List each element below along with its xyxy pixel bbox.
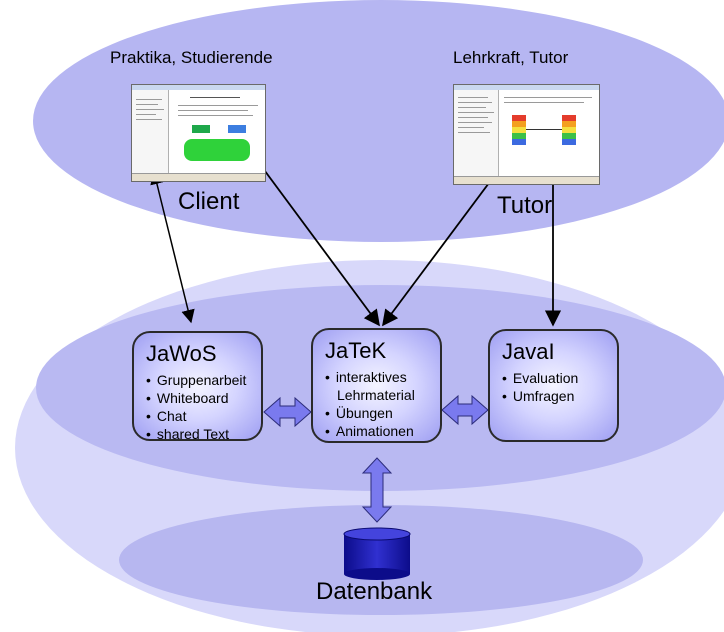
jatek-feature-list: interaktives Lehrmaterial Übungen Animat… [325, 368, 415, 440]
javal-feature-list: Evaluation Umfragen [502, 369, 578, 405]
jatek-title: JaTeK [325, 338, 387, 363]
javal-title: JavaI [502, 339, 555, 364]
client-label: Client [178, 188, 240, 215]
javal-module: JavaI Evaluation Umfragen [488, 329, 619, 442]
javal-feature: Umfragen [502, 387, 578, 405]
jatek-feature: Übungen [325, 404, 415, 422]
arrow-client-jawos [150, 170, 195, 324]
jawos-title: JaWoS [146, 341, 217, 366]
jawos-module: JaWoS Gruppenarbeit Whiteboard Chat shar… [132, 331, 263, 443]
jawos-feature: shared Text [146, 425, 246, 443]
javal-feature: Evaluation [502, 369, 578, 387]
jatek-module: JaTeK interaktives Lehrmaterial Übungen … [311, 328, 442, 443]
jatek-feature: Lehrmaterial [337, 387, 415, 403]
block-arrow-jatek-database [361, 457, 393, 523]
client-screenshot [131, 84, 266, 182]
jawos-feature: Whiteboard [146, 389, 246, 407]
jatek-feature: Animationen [325, 422, 415, 440]
jatek-feature: interaktives [325, 368, 415, 386]
jawos-feature: Gruppenarbeit [146, 371, 247, 389]
jawos-feature-list: Gruppenarbeit Whiteboard Chat shared Tex… [146, 371, 247, 443]
teachers-group-label: Lehrkraft, Tutor [453, 48, 569, 67]
tutor-screenshot [453, 84, 600, 185]
tutor-label: Tutor [497, 192, 553, 219]
jawos-feature: Chat [146, 407, 246, 425]
database-cylinder [343, 527, 411, 580]
students-group-label: Praktika, Studierende [110, 48, 273, 67]
database-label: Datenbank [316, 578, 433, 605]
